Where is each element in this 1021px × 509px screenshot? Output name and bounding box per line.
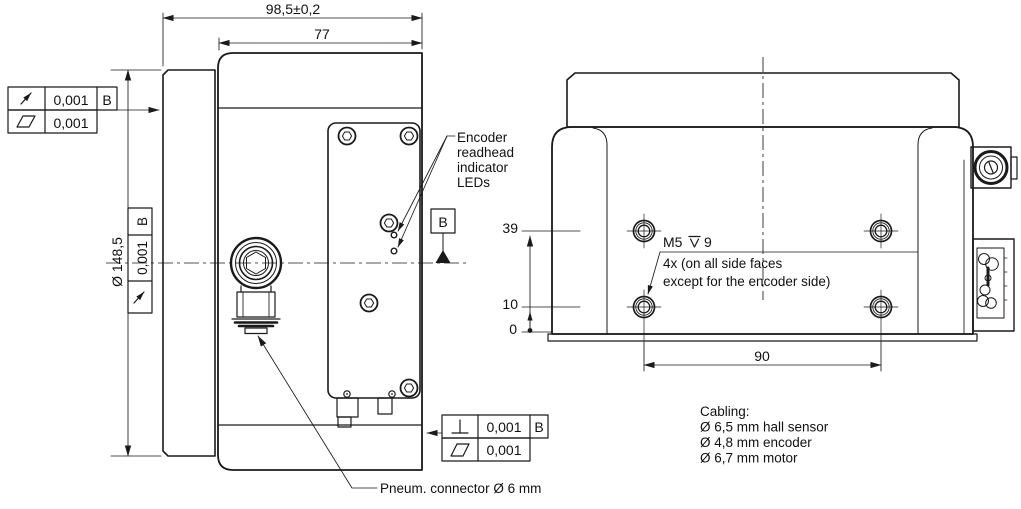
pneum-note-label: Pneum. connector Ø 6 mm <box>380 481 541 496</box>
thread-size: M5 <box>663 234 683 250</box>
dim-39-label: 39 <box>502 220 518 236</box>
left-view <box>106 52 470 471</box>
fcf-tolerance: 0,001 <box>486 442 521 458</box>
left-view-dimensions: 98,5±0,2 77 Ø 148,5 <box>109 1 423 457</box>
cabling-title: Cabling: <box>700 404 750 419</box>
mounting-holes <box>626 213 899 344</box>
encoder-led-dots <box>390 231 398 255</box>
bottom-tab-3 <box>377 397 393 415</box>
runout-symbol <box>20 92 32 105</box>
datum-letter: B <box>438 214 447 230</box>
fcf-tolerance: 0,001 <box>53 92 88 108</box>
thread-note: M5 9 4x (on all side faces except for th… <box>647 234 919 295</box>
cabling-note: Cabling: Ø 6,5 mm hall sensor Ø 4,8 mm e… <box>700 404 829 466</box>
fcf-datum: B <box>135 217 150 226</box>
fcf-tolerance: 0,001 <box>53 115 88 131</box>
right-view <box>547 57 1018 344</box>
body-outline <box>217 52 423 471</box>
thread-depth: 9 <box>704 234 712 250</box>
fcf-datum: B <box>534 419 543 435</box>
bottom-tab-2 <box>337 416 352 428</box>
encoder-cover-plate <box>327 122 421 399</box>
led-note-line: readhead <box>457 145 514 160</box>
fcf-axis: B 0,001 <box>127 207 153 314</box>
led-note: Encoder readhead indicator LEDs <box>397 130 514 248</box>
depth-symbol <box>688 235 701 248</box>
fcf-tolerance: 0,001 <box>486 419 521 435</box>
runout-symbol <box>133 291 145 304</box>
fcf-flange-face: 0,001 B 0,001 <box>7 86 160 134</box>
thread-note-line: except for the encoder side) <box>663 274 830 289</box>
plate-screws <box>337 126 419 398</box>
led-note-line: Encoder <box>457 130 508 145</box>
dim-flange-diameter-label: Ø 148,5 <box>109 237 125 287</box>
cabling-line: Ø 6,5 mm hall sensor <box>700 420 829 435</box>
dim-0-label: 0 <box>509 321 517 337</box>
perpendicularity-symbol <box>451 419 469 434</box>
datum-b-flag: B <box>430 208 456 263</box>
cabling-line: Ø 4,8 mm encoder <box>700 435 812 450</box>
dim-90-label: 90 <box>754 348 770 364</box>
bottom-tab-1 <box>336 397 359 418</box>
thread-note-line: 4x (on all side faces <box>663 256 783 271</box>
cabling-line: Ø 6,7 mm motor <box>700 451 798 466</box>
fcf-encoder-face: 0,001 B 0,001 <box>426 414 549 462</box>
led-note-line: LEDs <box>457 175 490 190</box>
side-fitting <box>970 146 1018 189</box>
pneumatic-connector <box>229 236 283 335</box>
right-view-dimensions: 39 10 0 90 <box>502 220 882 372</box>
cable-outlet <box>972 238 1015 332</box>
flatness-symbol <box>450 443 470 457</box>
dim-10-label: 10 <box>502 296 518 312</box>
datum-triangle <box>435 250 451 263</box>
base-plate <box>547 333 978 342</box>
flange-outline <box>162 69 216 457</box>
fcf-datum: B <box>102 92 111 108</box>
flatness-symbol <box>16 115 36 128</box>
body-outline <box>551 126 974 335</box>
fcf-tolerance: 0,001 <box>135 241 150 275</box>
pneum-note: Pneum. connector Ø 6 mm <box>257 335 541 496</box>
dim-overall-label: 98,5±0,2 <box>266 1 321 17</box>
led-note-line: indicator <box>457 160 509 175</box>
dim-body-width-label: 77 <box>314 26 330 42</box>
